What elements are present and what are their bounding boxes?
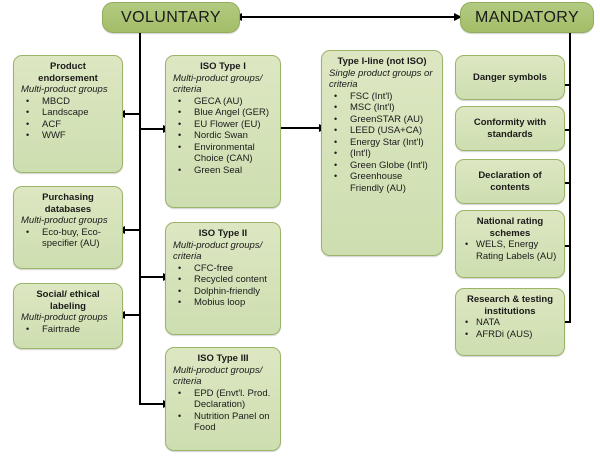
list-item: MBCD: [20, 96, 116, 108]
node-item-list: CFC-free Recycled content Dolphin-friend…: [172, 263, 274, 309]
node-declaration-of-contents[interactable]: Declaration of contents: [455, 159, 565, 204]
list-item: WELS, Energy Rating Labels (AU): [462, 239, 558, 262]
node-product-endorsement[interactable]: Product endorsement Multi-product groups…: [13, 55, 123, 173]
node-subtitle: Multi-product groups/ criteria: [173, 239, 263, 263]
connector-voluntary-mandatory: [240, 16, 460, 18]
node-type-i-line-not-iso[interactable]: Type I-line (not ISO) Single product gro…: [321, 50, 443, 256]
header-voluntary[interactable]: VOLUNTARY: [102, 2, 240, 33]
connector-spine-to-product-endorsement: [123, 113, 141, 115]
list-item: Greenhouse Friendly (AU): [328, 171, 436, 194]
list-item: Nordic Swan: [172, 130, 274, 142]
node-item-list: Fairtrade: [20, 324, 116, 336]
node-iso-type-i[interactable]: ISO Type I Multi-product groups/ criteri…: [165, 55, 281, 208]
list-item: Blue Angel (GER): [172, 107, 274, 119]
node-title: ISO Type III: [197, 353, 249, 364]
node-conformity-with-standards[interactable]: Conformity with standards: [455, 106, 565, 151]
connector-spine-to-purchasing-databases: [123, 229, 141, 231]
node-purchasing-databases[interactable]: Purchasing databases Multi-product group…: [13, 186, 123, 269]
node-subtitle: Multi-product groups: [21, 84, 108, 95]
node-danger-symbols[interactable]: Danger symbols: [455, 55, 565, 100]
list-item: Recycled content: [172, 274, 274, 286]
node-subtitle: Multi-product groups/ criteria: [173, 72, 263, 96]
node-iso-type-ii[interactable]: ISO Type II Multi-product groups/ criter…: [165, 222, 281, 335]
node-subtitle: Multi-product groups: [21, 312, 108, 323]
node-item-list: MBCD Landscape ACF WWF: [20, 96, 116, 142]
list-item: Nutrition Panel on Food: [172, 411, 274, 434]
connector-mandatory-spine: [569, 33, 571, 323]
node-social-ethical-labeling[interactable]: Social/ ethical labeling Multi-product g…: [13, 283, 123, 349]
connector-spine-to-iso2: [139, 276, 165, 278]
connector-spine-to-iso1: [139, 128, 165, 130]
node-title: ISO Type I: [200, 61, 246, 72]
list-item: Mobius loop: [172, 297, 274, 309]
list-item: GreenSTAR (AU): [328, 114, 436, 126]
node-iso-type-iii[interactable]: ISO Type III Multi-product groups/ crite…: [165, 347, 281, 451]
connector-voluntary-spine: [139, 33, 141, 405]
node-title: National rating schemes: [476, 216, 544, 239]
node-item-list: NATA AFRDi (AUS): [462, 317, 558, 340]
list-item: MSC (Int'l): [328, 102, 436, 114]
list-item: LEED (USA+CA): [328, 125, 436, 137]
list-item: Green Globe (Int'l): [328, 160, 436, 172]
node-title: Type I-line (not ISO): [337, 56, 427, 67]
arrowhead-to-mandatory: [454, 12, 462, 21]
node-item-list: Eco-buy, Eco-specifier (AU): [20, 227, 116, 250]
connector-spine-to-social-ethical: [123, 314, 141, 316]
list-item: EU Flower (EU): [172, 119, 274, 131]
list-item: GECA (AU): [172, 96, 274, 108]
list-item: EPD (Envt'l. Prod. Declaration): [172, 388, 274, 411]
node-title: ISO Type II: [198, 228, 248, 239]
node-item-list: FSC (Int'l) MSC (Int'l) GreenSTAR (AU) L…: [328, 91, 436, 195]
node-title: Purchasing databases: [42, 192, 94, 215]
header-mandatory-label: MANDATORY: [474, 8, 580, 26]
list-item: CFC-free: [172, 263, 274, 275]
list-item: NATA: [462, 317, 558, 329]
list-item: Landscape: [20, 107, 116, 119]
node-title: Danger symbols: [473, 71, 547, 83]
list-item: Fairtrade: [20, 324, 116, 336]
node-item-list: GECA (AU) Blue Angel (GER) EU Flower (EU…: [172, 96, 274, 177]
node-title: Social/ ethical labeling: [36, 289, 100, 312]
node-title: Conformity with standards: [473, 117, 547, 140]
node-item-list: WELS, Energy Rating Labels (AU): [462, 239, 558, 262]
node-title: Research & testing institutions: [466, 294, 554, 317]
list-item: Environmental Choice (CAN): [172, 142, 274, 165]
node-item-list: EPD (Envt'l. Prod. Declaration) Nutritio…: [172, 388, 274, 434]
connector-spine-to-iso3: [139, 403, 165, 405]
list-item: AFRDi (AUS): [462, 329, 558, 341]
connector-iso1-to-center: [281, 127, 321, 129]
node-title: Product endorsement: [38, 61, 98, 84]
list-item: Energy Star (Int'l): [328, 137, 436, 149]
list-item: Dolphin-friendly: [172, 286, 274, 298]
node-subtitle: Multi-product groups: [21, 215, 108, 226]
node-subtitle: Multi-product groups/ criteria: [173, 364, 263, 388]
list-item: Green Seal: [172, 165, 274, 177]
header-voluntary-label: VOLUNTARY: [121, 8, 221, 26]
header-mandatory[interactable]: MANDATORY: [460, 2, 594, 33]
node-national-rating-schemes[interactable]: National rating schemes WELS, Energy Rat…: [455, 210, 565, 278]
list-item: ACF: [20, 119, 116, 131]
node-research-testing-institutions[interactable]: Research & testing institutions NATA AFR…: [455, 288, 565, 356]
list-item: FSC (Int'l): [328, 91, 436, 103]
node-title: Declaration of contents: [478, 170, 542, 193]
list-item: (Int'l): [328, 148, 436, 160]
list-item: Eco-buy, Eco-specifier (AU): [20, 227, 116, 250]
list-item: WWF: [20, 130, 116, 142]
node-subtitle: Single product groups or criteria: [329, 67, 433, 91]
